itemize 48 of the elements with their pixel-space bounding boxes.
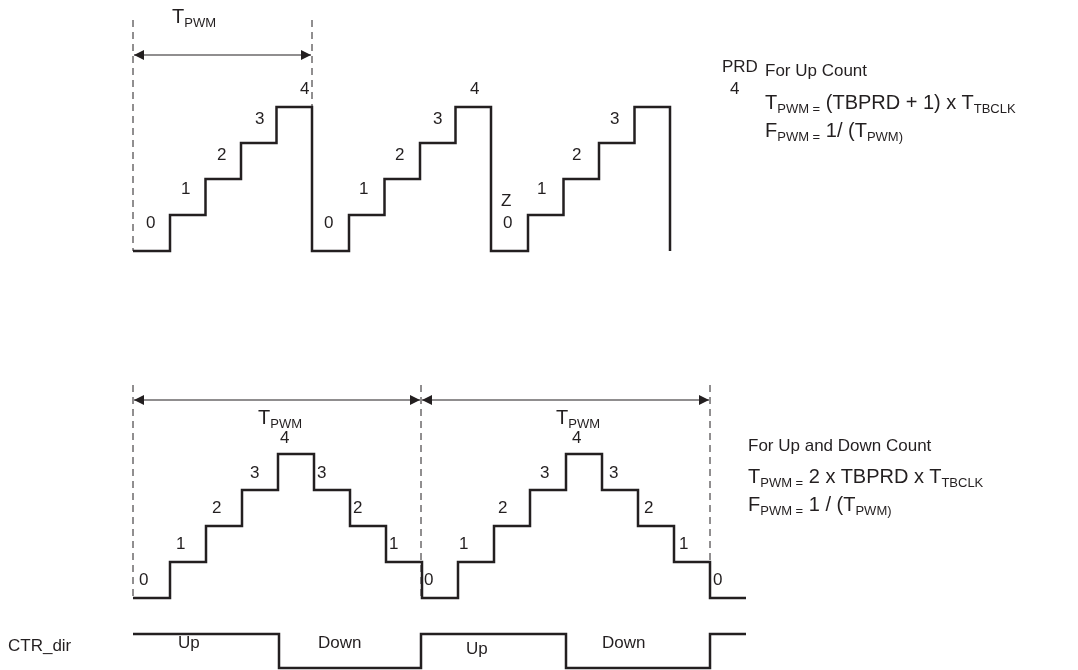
count-value: 3 <box>250 464 260 481</box>
count-value: 0 <box>146 214 156 231</box>
formula: T$_{PWM =}$ (TBPRD + 1) x T$_{TBCLK}$ <box>765 92 1016 115</box>
count-value: 1 <box>181 180 191 197</box>
count-value: 2 <box>212 499 222 516</box>
count-value: 1 <box>679 535 689 552</box>
state-label: Down <box>602 634 646 651</box>
register-label: PRD <box>722 58 758 75</box>
period-label: T$_{PWM}$ <box>556 407 600 430</box>
count-value: 3 <box>317 464 327 481</box>
state-label: Up <box>466 640 488 657</box>
count-value: 0 <box>139 571 149 588</box>
heading: For Up Count <box>765 62 868 79</box>
count-value: 4 <box>300 80 310 97</box>
count-value: 0 <box>503 214 513 231</box>
period-label: T$_{PWM}$ <box>258 407 302 430</box>
count-value: 2 <box>217 146 227 163</box>
period-label: T$_{PWM}$ <box>172 6 216 29</box>
state-label: Up <box>178 634 200 651</box>
count-value: 1 <box>176 535 186 552</box>
count-value: 4 <box>470 80 480 97</box>
count-value: 3 <box>610 110 620 127</box>
count-value: 1 <box>537 180 547 197</box>
count-value: 2 <box>353 499 363 516</box>
count-value: 0 <box>324 214 334 231</box>
heading: For Up and Down Count <box>748 437 932 454</box>
formula: F$_{PWM =}$ 1 / (T$_{PWM)}$ <box>748 494 892 517</box>
count-value: 0 <box>713 571 723 588</box>
formula: T$_{PWM =}$ 2 x TBPRD x T$_{TBCLK}$ <box>748 466 984 489</box>
count-value: 3 <box>255 110 265 127</box>
count-value: 0 <box>424 571 434 588</box>
count-value: 4 <box>280 429 290 446</box>
state-label: Down <box>318 634 362 651</box>
count-value: 2 <box>498 499 508 516</box>
event-label: Z <box>501 192 512 209</box>
count-value: 2 <box>572 146 582 163</box>
count-value: 1 <box>389 535 399 552</box>
count-value: 2 <box>395 146 405 163</box>
signal-name: CTR_dir <box>8 637 72 654</box>
count-value: 1 <box>459 535 469 552</box>
count-value: 3 <box>609 464 619 481</box>
count-value: 3 <box>540 464 550 481</box>
formula: F$_{PWM =}$ 1/ (T$_{PWM)}$ <box>765 120 903 143</box>
count-value: 2 <box>644 499 654 516</box>
count-value: 1 <box>359 180 369 197</box>
count-value: 3 <box>433 110 443 127</box>
count-value: 4 <box>730 80 740 97</box>
count-value: 4 <box>572 429 582 446</box>
